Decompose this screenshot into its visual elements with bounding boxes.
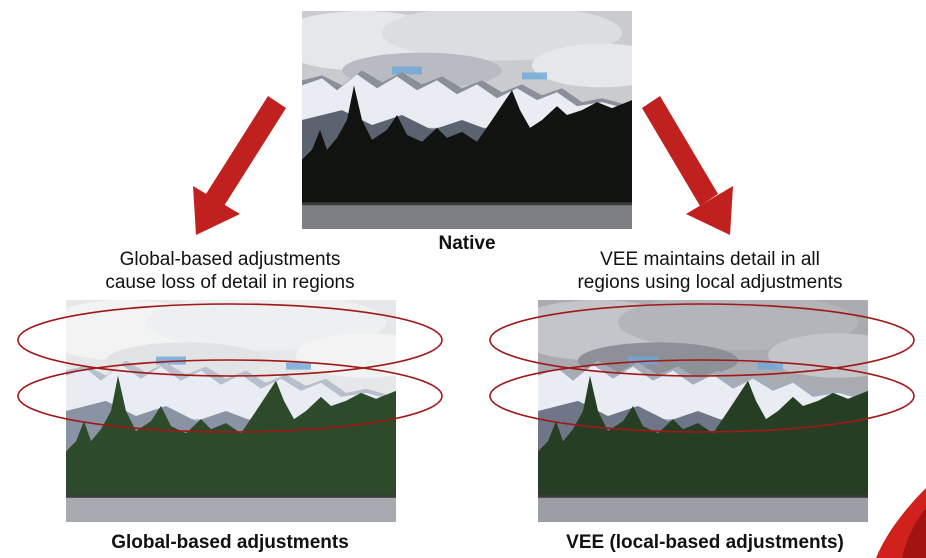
global-adjusted-photo <box>66 300 396 522</box>
native-label: Native <box>438 233 496 254</box>
vee-adjusted-photo <box>538 300 868 522</box>
global-caption: Global-based adjustments cause loss of d… <box>60 248 400 294</box>
left-arrow <box>193 96 286 235</box>
global-caption-line1: Global-based adjustments <box>119 249 341 270</box>
native-photo <box>302 11 632 229</box>
vee-caption-line1: VEE maintains detail in all <box>600 249 820 270</box>
corner-swoosh-decoration <box>876 488 926 558</box>
vee-caption-line2: regions using local adjustments <box>577 272 843 293</box>
global-caption-line2: cause loss of detail in regions <box>105 272 355 293</box>
vee-caption: VEE maintains detail in all regions usin… <box>540 248 880 294</box>
global-label: Global-based adjustments <box>111 532 349 553</box>
vee-label: VEE (local-based adjustments) <box>566 532 844 553</box>
right-arrow <box>642 96 733 235</box>
